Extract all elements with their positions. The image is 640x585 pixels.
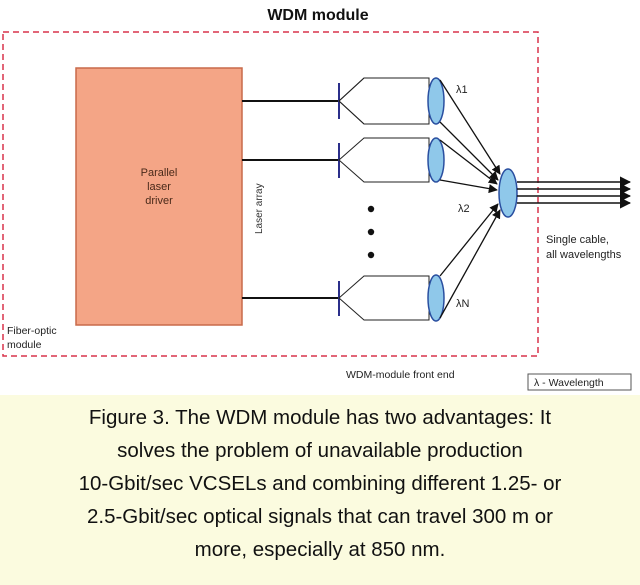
caption-panel: Figure 3. The WDM module has two advanta… (0, 395, 640, 585)
output-label-line-1: Single cable, (546, 234, 609, 246)
laser-driver-block (75, 67, 243, 326)
beam-arrows (439, 79, 501, 319)
wavelength-label-2: λ2 (458, 203, 470, 215)
legend-box (527, 373, 632, 391)
caption-line-3: 10-Gbit/sec VCSELs and combining differe… (78, 472, 562, 495)
caption-line-5: more, especially at 850 nm. (194, 538, 446, 561)
caption-line-4: 2.5-Gbit/sec optical signals that can tr… (86, 505, 554, 528)
figure-caption: Figure 3. The WDM module has two advanta… (12, 401, 628, 566)
ellipsis-dot-3 (367, 251, 375, 259)
fiber-optic-label-line-2: module (7, 339, 42, 351)
wavelength-label-1: λ1 (456, 84, 468, 96)
output-label-line-2: all wavelengths (546, 249, 622, 261)
wdm-diagram-svg: WDM module Parallel laser driver Laser a… (2, 7, 632, 391)
caption-line-1: Figure 3. The WDM module has two advanta… (88, 406, 552, 429)
caption-line-2: solves the problem of unavailable produc… (117, 439, 523, 462)
driver-label-line-1: Parallel (141, 167, 178, 179)
driver-label-line-3: driver (145, 195, 173, 207)
ellipsis-dot-2 (367, 228, 375, 236)
channel-2-optics (338, 137, 445, 183)
channel-1-optics (338, 77, 445, 125)
combiner-lens (498, 168, 518, 218)
driver-label-line-2: laser (147, 181, 171, 193)
module-border (2, 31, 539, 357)
legend-text: λ - Wavelength (534, 377, 604, 389)
channel-n-optics (338, 274, 445, 322)
lens-n (427, 274, 445, 322)
front-end-label: WDM-module front end (346, 369, 455, 381)
wavelength-label-n: λN (456, 298, 470, 310)
diagram-title: WDM module (267, 7, 368, 24)
ellipsis-dot-1 (367, 205, 375, 213)
output-arrows (517, 176, 632, 209)
lens-2 (427, 137, 445, 183)
laser-array-label: Laser array (254, 183, 265, 234)
wdm-diagram: WDM module Parallel laser driver Laser a… (2, 7, 632, 391)
fiber-optic-label-line-1: Fiber-optic (7, 325, 57, 337)
lens-1 (427, 77, 445, 125)
